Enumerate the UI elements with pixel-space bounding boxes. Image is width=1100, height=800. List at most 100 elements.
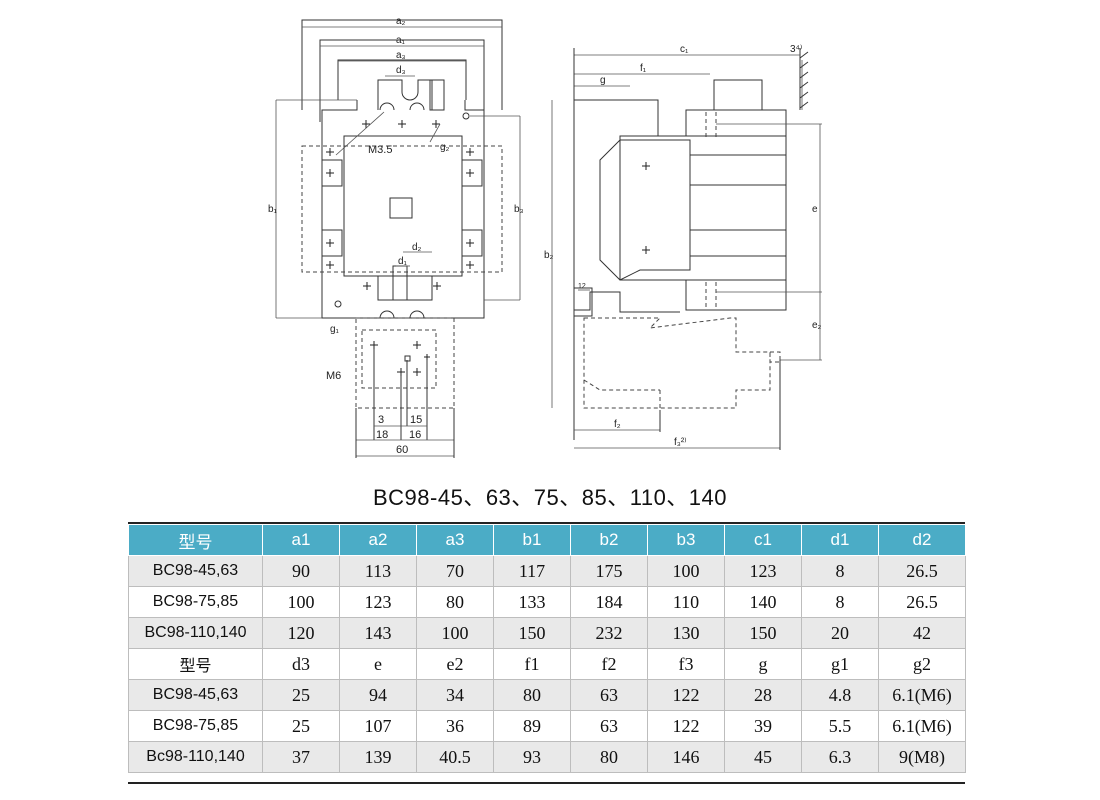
value-cell: 122 xyxy=(647,679,725,711)
value-cell: 133 xyxy=(493,586,571,618)
value-cell: 175 xyxy=(570,555,648,587)
label-dim16: 16 xyxy=(409,429,421,441)
label-a3: a₃ xyxy=(396,50,406,61)
label-f2: f₂ xyxy=(614,419,621,430)
value-cell: 80 xyxy=(493,679,571,711)
model-cell: BC98-75,85 xyxy=(128,710,263,742)
value-cell: 42 xyxy=(878,617,966,649)
value-cell: 130 xyxy=(647,617,725,649)
front-view xyxy=(275,19,521,458)
label-dim15: 15 xyxy=(410,414,422,426)
label-dim18: 18 xyxy=(376,429,388,441)
value-cell: g1 xyxy=(801,648,879,680)
value-cell: 80 xyxy=(570,741,648,773)
value-cell: g xyxy=(724,648,802,680)
label-g2: g₂ xyxy=(440,142,450,153)
label-3: 3⁴⁾ xyxy=(790,44,802,55)
value-cell: 100 xyxy=(647,555,725,587)
label-d3: d₃ xyxy=(396,65,406,76)
model-cell: 型号 xyxy=(128,648,263,680)
value-cell: 122 xyxy=(647,710,725,742)
value-cell: 6.1(M6) xyxy=(878,679,966,711)
value-cell: 70 xyxy=(416,555,494,587)
value-cell: a1 xyxy=(262,524,340,556)
diagram-title: BC98-45、63、75、85、110、140 xyxy=(372,485,728,510)
technical-drawing: a₂ a₁ a₃ d₃ M3.5 g₂ b₁ b₃ d₂ d₁ g₁ M6 3 … xyxy=(268,16,822,458)
value-cell: e xyxy=(339,648,417,680)
value-cell: 100 xyxy=(416,617,494,649)
label-g1: g₁ xyxy=(330,324,340,335)
value-cell: 63 xyxy=(570,679,648,711)
value-cell: 107 xyxy=(339,710,417,742)
value-cell: 26.5 xyxy=(878,586,966,618)
value-cell: 150 xyxy=(724,617,802,649)
label-m6: M6 xyxy=(326,370,341,382)
value-cell: d3 xyxy=(262,648,340,680)
value-cell: b1 xyxy=(493,524,571,556)
value-cell: d2 xyxy=(878,524,966,556)
value-cell: 110 xyxy=(647,586,725,618)
value-cell: 140 xyxy=(724,586,802,618)
value-cell: 45 xyxy=(724,741,802,773)
value-cell: b2 xyxy=(570,524,648,556)
label-d1: d₁ xyxy=(398,256,408,267)
label-d2: d₂ xyxy=(412,242,422,253)
side-view xyxy=(551,48,822,450)
value-cell: d1 xyxy=(801,524,879,556)
value-cell: 9(M8) xyxy=(878,741,966,773)
label-f3: f₃²⁾ xyxy=(674,437,687,448)
model-cell: BC98-110,140 xyxy=(128,617,263,649)
value-cell: 150 xyxy=(493,617,571,649)
value-cell: g2 xyxy=(878,648,966,680)
value-cell: 25 xyxy=(262,710,340,742)
label-e: e xyxy=(812,204,818,215)
table-bottom-rule xyxy=(128,782,965,784)
label-a1: a₁ xyxy=(396,35,406,46)
value-cell: 143 xyxy=(339,617,417,649)
label-b2: b₂ xyxy=(544,250,554,261)
model-cell: Bc98-110,140 xyxy=(128,741,263,773)
value-cell: 184 xyxy=(570,586,648,618)
value-cell: e2 xyxy=(416,648,494,680)
value-cell: f1 xyxy=(493,648,571,680)
label-e2: e₂ xyxy=(812,320,822,331)
value-cell: 89 xyxy=(493,710,571,742)
value-cell: 8 xyxy=(801,586,879,618)
value-cell: 113 xyxy=(339,555,417,587)
value-cell: f2 xyxy=(570,648,648,680)
value-cell: 117 xyxy=(493,555,571,587)
label-f1: f₁ xyxy=(640,63,647,74)
value-cell: 93 xyxy=(493,741,571,773)
value-cell: a2 xyxy=(339,524,417,556)
value-cell: f3 xyxy=(647,648,725,680)
value-cell: 25 xyxy=(262,679,340,711)
value-cell: 6.3 xyxy=(801,741,879,773)
label-m35: M3.5 xyxy=(368,144,392,156)
table-top-rule xyxy=(128,522,965,524)
value-cell: 28 xyxy=(724,679,802,711)
label-b1: b₁ xyxy=(268,204,278,215)
model-cell: BC98-75,85 xyxy=(128,586,263,618)
value-cell: 120 xyxy=(262,617,340,649)
label-dim60: 60 xyxy=(396,444,408,456)
label-c1: c₁ xyxy=(680,44,689,55)
value-cell: 123 xyxy=(724,555,802,587)
value-cell: 232 xyxy=(570,617,648,649)
value-cell: 39 xyxy=(724,710,802,742)
label-b3: b₃ xyxy=(514,204,524,215)
value-cell: 94 xyxy=(339,679,417,711)
value-cell: 4.8 xyxy=(801,679,879,711)
value-cell: 80 xyxy=(416,586,494,618)
value-cell: 6.1(M6) xyxy=(878,710,966,742)
value-cell: a3 xyxy=(416,524,494,556)
value-cell: 36 xyxy=(416,710,494,742)
label-a2: a₂ xyxy=(396,16,406,27)
value-cell: 146 xyxy=(647,741,725,773)
value-cell: 90 xyxy=(262,555,340,587)
